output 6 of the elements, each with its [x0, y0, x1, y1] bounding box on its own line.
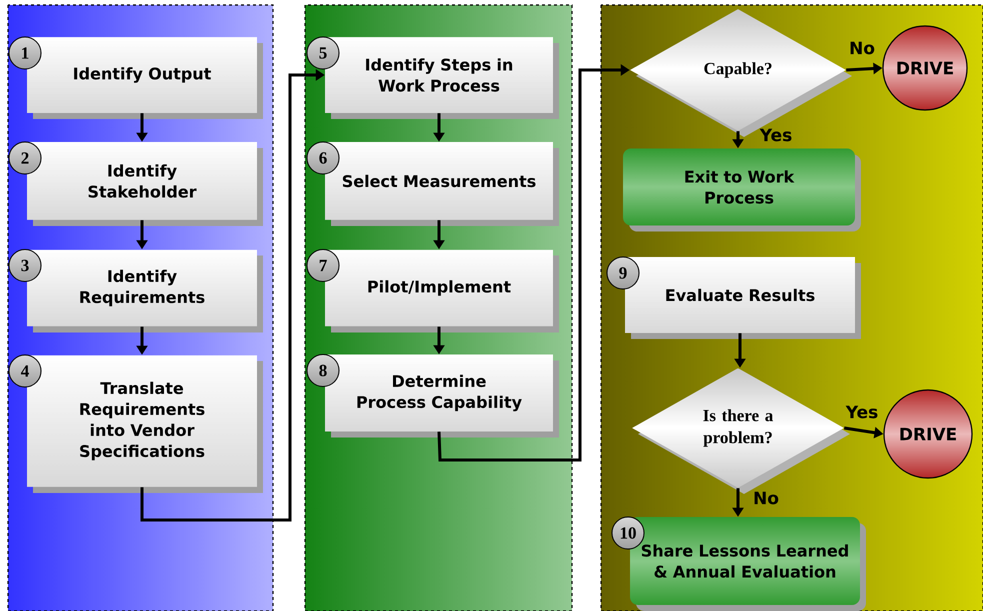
process-box: Identify Output — [27, 37, 263, 119]
terminal-box: Exit to Work Process — [623, 148, 861, 232]
process-box: Identify Stakeholder — [27, 142, 263, 226]
process-box: Identify Steps in Work Process — [325, 37, 559, 119]
edge-label: No — [754, 492, 778, 504]
edge-label: No — [850, 42, 874, 54]
